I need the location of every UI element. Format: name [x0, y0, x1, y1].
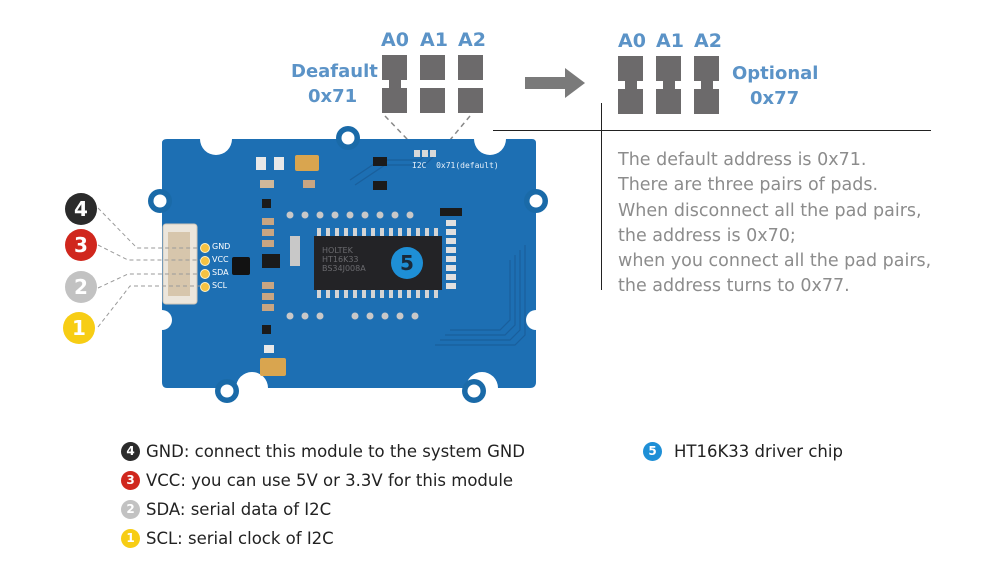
pin-badge-1: 1: [63, 312, 95, 344]
description-line: the address turns to 0x77.: [618, 276, 850, 297]
pad-top: [618, 56, 643, 81]
chip-marking-line: HT16K33: [322, 255, 359, 264]
legend-badge: 5: [643, 442, 662, 461]
legend-badge: 1: [121, 529, 140, 548]
default-pad-label-a2: A2: [458, 29, 486, 51]
default-pad-label-a1: A1: [420, 29, 448, 51]
mounting-hole: [215, 379, 239, 403]
optional-pad-label-a1: A1: [656, 30, 684, 52]
mounting-hole: [524, 189, 548, 213]
pad-top: [656, 56, 681, 81]
mounting-hole: [336, 126, 360, 150]
legend-item-vcc: 3 VCC: you can use 5V or 3.3V for this m…: [121, 471, 513, 490]
mounting-hole: [148, 189, 172, 213]
description-line: When disconnect all the pad pairs,: [618, 200, 922, 221]
chip-marking: HOLTEK HT16K33 BS34J008A: [322, 246, 366, 273]
pin-badge-4: 4: [65, 193, 97, 225]
pin-dot-vcc: [200, 256, 210, 266]
pad-top: [382, 55, 407, 80]
legend-badge: 4: [121, 442, 140, 461]
pad-bottom: [694, 89, 719, 114]
legend-text: SDA: serial data of I2C: [146, 500, 332, 519]
pad-bottom: [382, 88, 407, 113]
pad-bottom: [618, 89, 643, 114]
description-line: when you connect all the pad pairs,: [618, 251, 932, 272]
pad-bottom: [420, 88, 445, 113]
mounting-hole: [462, 379, 486, 403]
legend-text: HT16K33 driver chip: [674, 442, 843, 461]
legend-text: VCC: you can use 5V or 3.3V for this mod…: [146, 471, 514, 490]
right-arrow-icon: [525, 68, 585, 98]
pin-dot-scl: [200, 282, 210, 292]
vertical-divider: [601, 103, 602, 290]
legend-item-gnd: 4 GND: connect this module to the system…: [121, 442, 525, 461]
pin-dot-gnd: [200, 243, 210, 253]
description-line: The default address is 0x71.: [618, 150, 867, 170]
description-line: There are three pairs of pads.: [618, 175, 879, 196]
chip-badge: 5: [391, 247, 423, 279]
optional-address: 0x77: [750, 88, 800, 109]
legend-badge: 2: [121, 500, 140, 519]
legend-item-scl: 1 SCL: serial clock of I2C: [121, 529, 334, 548]
optional-label: Optional: [732, 63, 819, 84]
pad-top: [458, 55, 483, 80]
legend-item-chip: 5 HT16K33 driver chip: [643, 442, 843, 461]
pad-top: [420, 55, 445, 80]
pin-label-sda: SDA: [212, 268, 229, 277]
chip-marking-line: HOLTEK: [322, 246, 353, 255]
pin-badge-3: 3: [65, 229, 97, 261]
pin-dot-sda: [200, 269, 210, 279]
default-label: Deafault: [291, 61, 378, 82]
pin-badge-2: 2: [65, 271, 97, 303]
address-description: The default address is 0x71. There are t…: [618, 148, 931, 300]
pad-bottom: [656, 89, 681, 114]
pad-top: [694, 56, 719, 81]
legend-item-sda: 2 SDA: serial data of I2C: [121, 500, 331, 519]
pin-label-vcc: VCC: [212, 255, 229, 264]
pad-bottom: [458, 88, 483, 113]
description-line: the address is 0x70;: [618, 225, 796, 246]
legend-text: SCL: serial clock of I2C: [146, 529, 334, 548]
pin-label-scl: SCL: [212, 281, 228, 290]
horizontal-divider: [493, 130, 931, 131]
pcb-board: [97, 115, 548, 403]
i2c-silkscreen: I2C 0x71(default): [412, 161, 499, 170]
legend-text: GND: connect this module to the system G…: [146, 442, 525, 461]
pin-label-gnd: GND: [212, 242, 231, 251]
optional-pad-label-a2: A2: [694, 30, 722, 52]
optional-pad-label-a0: A0: [618, 30, 646, 52]
default-pad-label-a0: A0: [381, 29, 409, 51]
default-address: 0x71: [308, 86, 358, 107]
legend-badge: 3: [121, 471, 140, 490]
chip-marking-line: BS34J008A: [322, 264, 366, 273]
